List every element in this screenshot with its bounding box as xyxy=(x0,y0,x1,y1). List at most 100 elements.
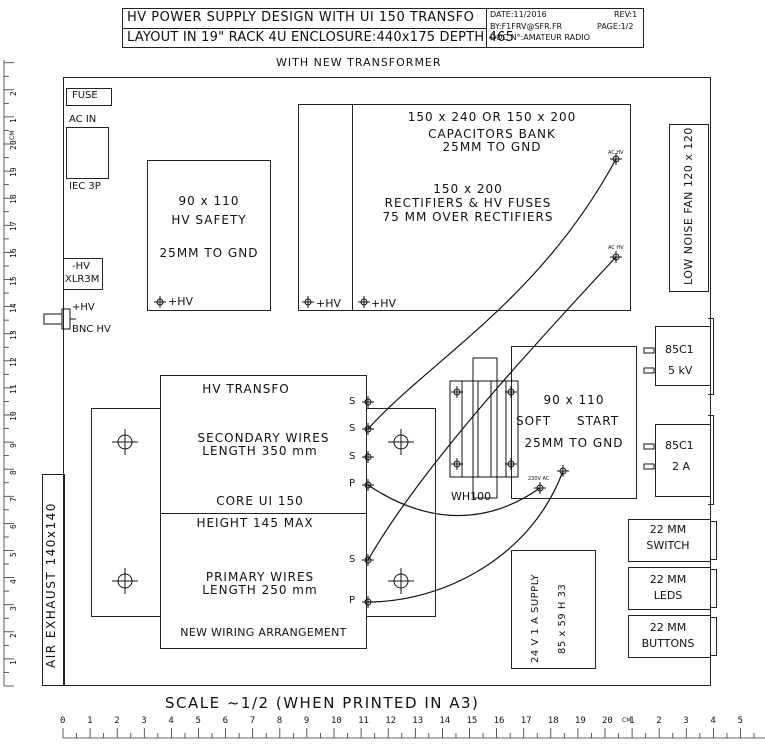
hv-safety-dims: 90 x 110 xyxy=(178,194,240,208)
transfo-secondary-length: LENGTH 350 mm xyxy=(202,444,318,458)
terminal-marker xyxy=(302,296,314,308)
ruler-h-label: 7 xyxy=(249,716,256,726)
switch-module xyxy=(628,519,711,562)
ruler-h-label: 2 xyxy=(114,716,120,726)
ruler-h-label: 1 xyxy=(87,716,93,726)
terminal-marker xyxy=(362,451,374,463)
rev-label: REV:1 xyxy=(614,10,638,19)
xlr-connector xyxy=(63,258,103,290)
wh100-label: WH100 xyxy=(451,490,492,503)
iec-label: IEC 3P xyxy=(69,181,101,192)
xlr-label: XLR3M xyxy=(65,274,100,285)
fuse-label: FUSE xyxy=(72,90,98,101)
rectifier-note: 75 MM OVER RECTIFIERS xyxy=(382,210,554,224)
subtitle: WITH NEW TRANSFORMER xyxy=(276,56,442,69)
ruler-h-label: 4 xyxy=(168,716,174,726)
buttons-name: BUTTONS xyxy=(641,637,695,650)
bnc-connector xyxy=(43,308,76,330)
switch-size: 22 MM xyxy=(649,523,687,536)
ruler-h-label: 13 xyxy=(412,716,424,726)
buttons-bezel xyxy=(710,617,717,656)
ruler-h-label: 17 xyxy=(520,716,532,726)
terminal-label-s3: S xyxy=(349,451,356,462)
transfo-wiring: NEW WIRING ARRANGEMENT xyxy=(180,626,347,639)
soft-start-gnd: 25MM TO GND xyxy=(524,436,624,450)
capacitor-board xyxy=(298,104,631,311)
transfo-title: HV TRANSFO xyxy=(202,382,290,396)
page-label: PAGE:1/2 xyxy=(597,22,634,31)
hv-safety-board xyxy=(147,160,271,311)
soft-start-dims: 90 x 110 xyxy=(543,393,605,407)
ruler-h-label: 0 xyxy=(60,716,66,726)
meter-kv-name: 85C1 xyxy=(665,343,694,356)
mounting-hole xyxy=(112,429,138,455)
wh100-heatsink xyxy=(449,357,519,499)
terminal-marker xyxy=(505,458,517,470)
ruler-h-label: 16 xyxy=(493,716,505,726)
terminal-marker xyxy=(451,386,463,398)
ruler-h-unit: CM xyxy=(622,717,632,724)
transformer-body xyxy=(160,375,367,649)
title-line-2: LAYOUT IN 19" RACK 4U ENCLOSURE:440x175 … xyxy=(127,30,515,45)
ruler-h-label: 5 xyxy=(737,716,743,726)
mounting-hole xyxy=(388,429,414,455)
ruler-h-label: 2 xyxy=(656,716,662,726)
terminal-marker xyxy=(610,153,622,165)
terminal-label-p2: P xyxy=(349,595,356,606)
terminal-marker xyxy=(358,296,370,308)
terminal-label-s1: S xyxy=(349,396,356,407)
scale-label: SCALE ~1/2 (WHEN PRINTED IN A3) xyxy=(165,694,480,712)
meter-amp xyxy=(655,424,711,497)
terminal-label-s2: S xyxy=(349,423,356,434)
soft-start-line1: SOFT xyxy=(516,414,552,428)
terminal-label-s4: S xyxy=(349,554,356,565)
capacitor-terminal-left-label: +HV xyxy=(316,297,342,310)
terminal-marker xyxy=(534,482,546,494)
ac-hv-label-2: AC HV xyxy=(608,245,624,251)
capacitor-dims: 150 x 240 OR 150 x 200 xyxy=(407,110,577,124)
ruler-h-label: 10 xyxy=(331,716,342,726)
terminal-marker xyxy=(362,554,374,566)
ruler-h-label: 5 xyxy=(195,716,201,726)
ruler-h-label: 18 xyxy=(547,716,559,726)
terminal-marker xyxy=(362,596,374,608)
transfo-height: HEIGHT 145 MAX xyxy=(196,516,314,530)
meter-kv xyxy=(655,326,711,386)
capacitor-terminal-right-label: +HV xyxy=(371,297,397,310)
meter-amp-bezel xyxy=(708,415,714,505)
terminal-marker xyxy=(362,396,374,408)
ruler-h-label: 11 xyxy=(358,716,369,726)
meter-amp-value: 2 A xyxy=(672,460,691,473)
ruler-h-label: 6 xyxy=(222,716,229,726)
meter-lugs xyxy=(643,347,655,470)
wire-p2-to-soft-start xyxy=(367,470,564,603)
fan xyxy=(669,124,709,292)
transfo-primary-length: LENGTH 250 mm xyxy=(202,583,318,597)
terminal-marker xyxy=(610,251,622,263)
fuse-holder xyxy=(66,88,112,106)
soft-start-board xyxy=(511,346,637,499)
rectifier-name: RECTIFIERS & HV FUSES xyxy=(384,196,552,210)
transfo-primary: PRIMARY WIRES xyxy=(205,570,315,584)
iec-connector xyxy=(66,127,109,179)
leds-bezel xyxy=(710,569,717,608)
air-exhaust xyxy=(42,474,65,686)
capacitor-divider xyxy=(352,104,353,311)
terminal-marker xyxy=(557,465,569,477)
meter-kv-bezel xyxy=(708,318,714,395)
capacitor-gnd: 25MM TO GND xyxy=(442,140,542,154)
terminal-marker xyxy=(362,423,374,435)
transformer-divider xyxy=(160,513,367,514)
rectifier-dims: 150 x 200 xyxy=(433,182,503,196)
ruler-h-label: 1 xyxy=(629,716,635,726)
ruler-h-label: 20 xyxy=(602,716,613,726)
supply-module xyxy=(511,550,596,669)
ruler-h-label: 14 xyxy=(439,716,451,726)
ruler-h-label: 19 xyxy=(574,716,586,726)
terminal-label-p1: P xyxy=(349,478,356,489)
bnc-label: BNC HV xyxy=(72,324,111,335)
mounting-hole xyxy=(112,568,138,594)
terminal-marker xyxy=(362,479,374,491)
terminal-marker xyxy=(154,296,166,308)
